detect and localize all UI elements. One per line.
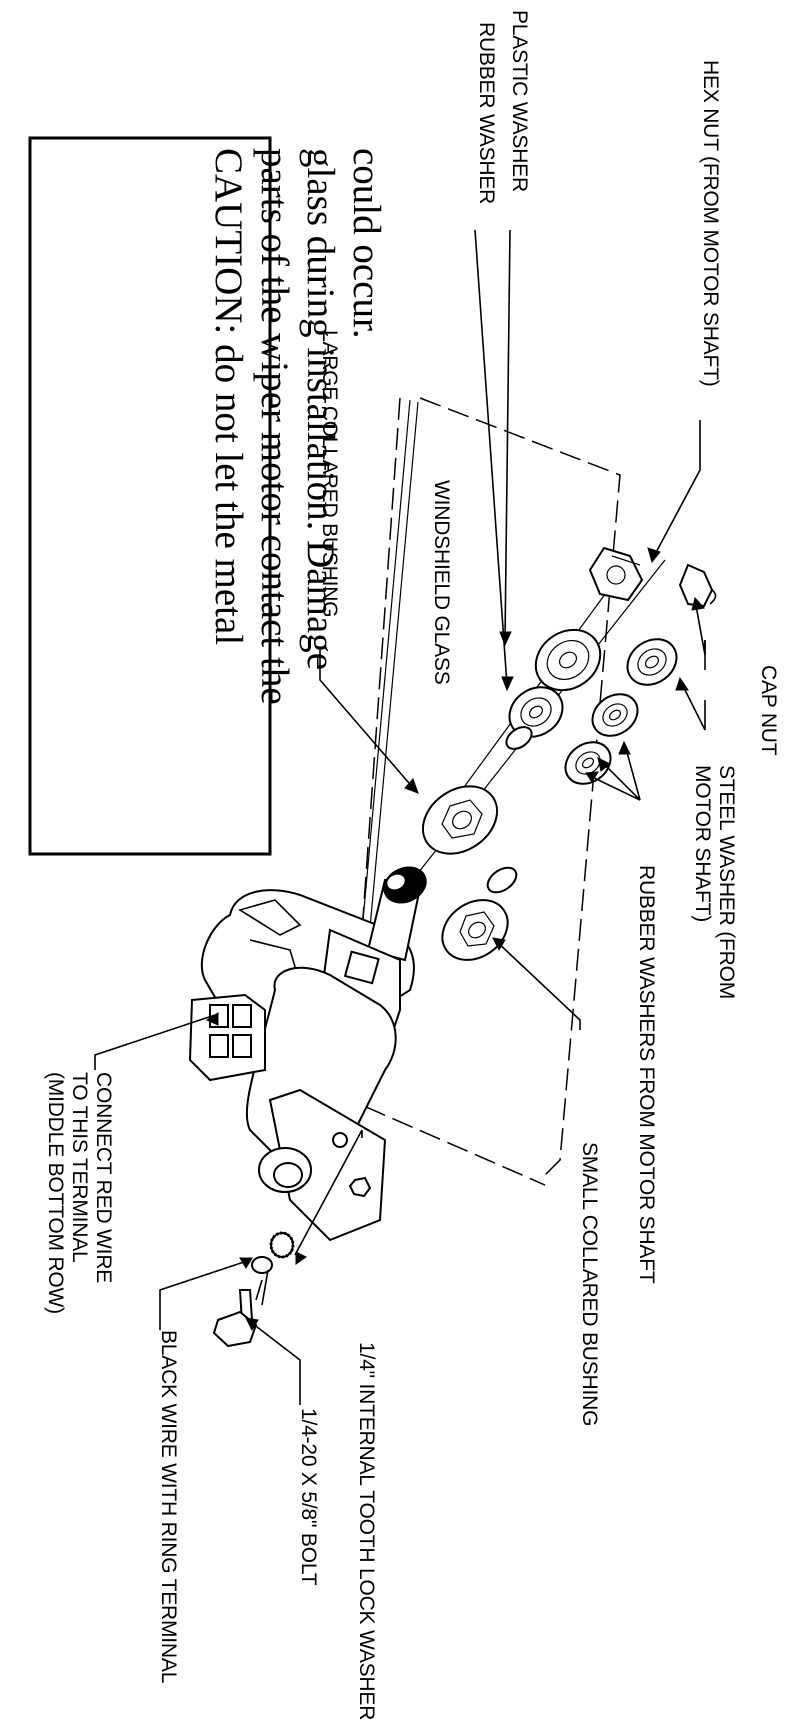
label-steel-washer-1: STEEL WASHER (FROM [715, 765, 738, 999]
label-red-wire-line-1: CONNECT RED WIRE [92, 1072, 115, 1283]
label-large-collared-bushing: LARGE COLLARED BUSHING [318, 330, 341, 617]
ring-terminal [251, 1256, 273, 1306]
label-windshield-glass: WINDSHIELD GLASS [430, 480, 453, 685]
label-bolt: 1/4-20 X 5/8" BOLT [297, 1408, 320, 1586]
arrowheads [205, 547, 705, 1332]
caution-line-4: could occur. [345, 148, 388, 339]
label-red-wire-line-3: (MIDDLE BOTTOM ROW) [44, 1072, 67, 1314]
steel-washer [626, 638, 678, 686]
label-red-wire-line-2: TO THIS TERMINAL [68, 1072, 91, 1263]
rubber-washers-motor-shaft [486, 693, 639, 894]
caution-line-3: glass during installation. Damage [299, 148, 342, 670]
label-rubber-washers-motor-shaft: RUBBER WASHERS FROM MOTOR SHAFT [635, 865, 658, 1284]
label-hex-nut: HEX NUT (FROM MOTOR SHAFT) [699, 60, 722, 387]
leader-lines [94, 229, 706, 1405]
lock-washer [269, 1231, 295, 1259]
wiper-motor [188, 866, 427, 1242]
label-rubber-washer: RUBBER WASHER [475, 22, 498, 204]
part-labels: HEX NUT (FROM MOTOR SHAFT) PLASTIC WASHE… [44, 10, 780, 1720]
small-collared-bushing [441, 899, 509, 961]
terminal-block [188, 993, 266, 1082]
label-lock-washer: 1/4" INTERNAL TOOTH LOCK WASHER [355, 1342, 378, 1720]
label-black-wire: BLACK WIRE WITH RING TERMINAL [157, 1330, 180, 1683]
rubber-washer [508, 686, 564, 738]
large-collared-bushing [421, 785, 499, 855]
caution-line-1: CAUTION: do not let the metal [207, 148, 250, 645]
cap-nut [678, 563, 717, 608]
label-small-collared-bushing: SMALL COLLARED BUSHING [578, 1142, 601, 1426]
label-steel-washer-2: MOTOR SHAFT) [691, 765, 714, 922]
plastic-washer [534, 628, 602, 692]
small-spacer [505, 726, 533, 750]
bolt [212, 1289, 258, 1348]
output-shaft [366, 866, 427, 962]
caution-line-2: parts of the wiper motor contact the [253, 148, 296, 705]
label-cap-nut: CAP NUT [757, 665, 780, 756]
hex-nut [588, 546, 644, 602]
caution-box: CAUTION: do not let the metal parts of t… [28, 136, 388, 856]
label-plastic-washer: PLASTIC WASHER [508, 10, 531, 192]
